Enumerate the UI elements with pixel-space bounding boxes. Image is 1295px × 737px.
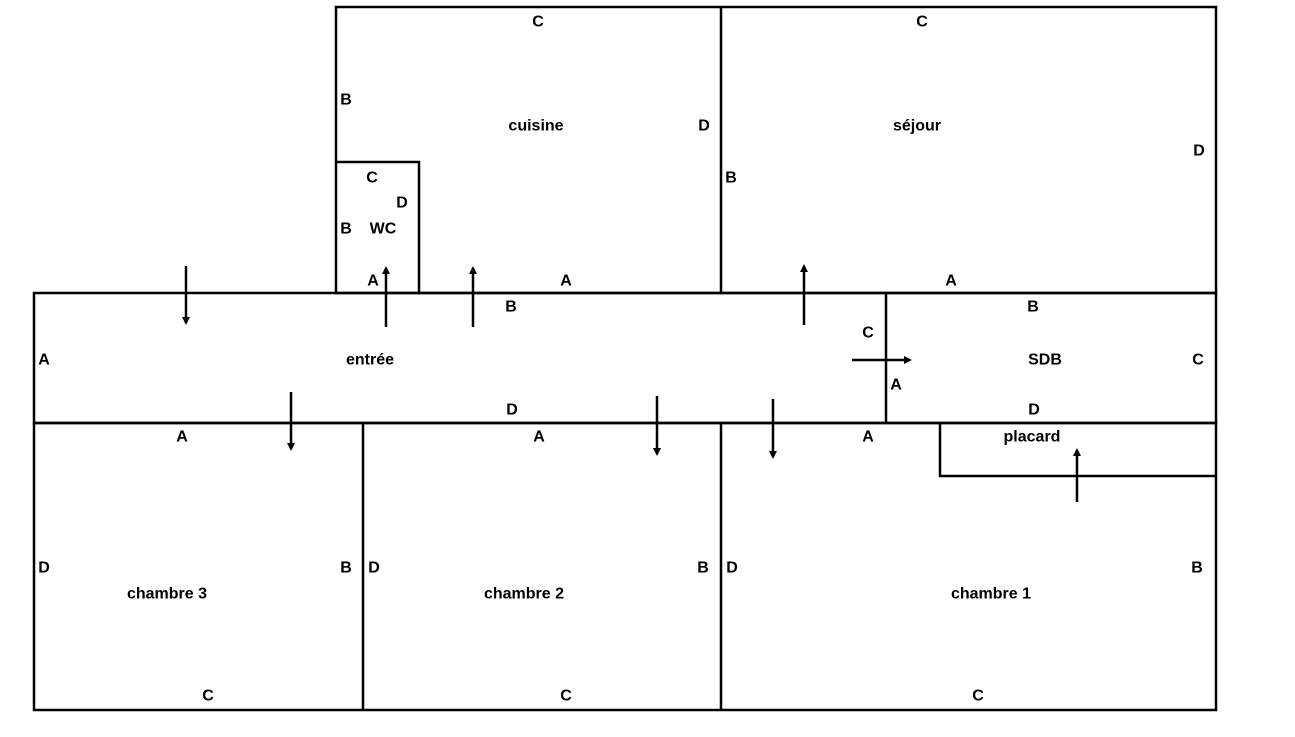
wall-label: D — [1193, 143, 1205, 160]
room-name: WC — [370, 221, 397, 238]
wall-label: B — [725, 170, 737, 187]
room-name: séjour — [893, 118, 941, 135]
wall-label: B — [340, 560, 352, 577]
wall-label: A — [560, 273, 572, 290]
wall-label: A — [890, 377, 902, 394]
wall-chambres — [32, 421, 1218, 712]
wall-label: B — [1027, 299, 1039, 316]
room-entree: entrée A B D C — [38, 299, 874, 419]
wall-label: B — [340, 221, 352, 238]
wall-label: D — [396, 195, 408, 212]
room-name: placard — [1004, 429, 1061, 446]
wall-wc — [336, 160, 421, 293]
room-name: chambre 2 — [484, 586, 564, 603]
wall-label: B — [340, 92, 352, 109]
room-name: SDB — [1028, 352, 1062, 369]
wall-label: B — [1191, 560, 1203, 577]
wall-label: C — [202, 688, 214, 705]
wall-placard — [938, 423, 1216, 478]
room-sejour: séjour C B D A — [725, 14, 1205, 290]
wall-label: D — [726, 560, 738, 577]
room-name: chambre 1 — [951, 586, 1031, 603]
room-cuisine: cuisine C B D A — [340, 14, 710, 290]
wall-label: A — [38, 352, 50, 369]
walls — [32, 5, 1218, 712]
wall-label: A — [945, 273, 957, 290]
room-name: entrée — [346, 352, 394, 369]
room-sdb: SDB B C A D — [890, 299, 1204, 419]
wall-label: B — [505, 299, 517, 316]
room-chambre-2: chambre 2 A D B C — [368, 429, 709, 705]
wall-label: A — [367, 273, 379, 290]
room-name: cuisine — [508, 118, 563, 135]
wall-label: D — [38, 560, 50, 577]
wall-label: C — [366, 170, 378, 187]
room-chambre-1: chambre 1 A D B C — [726, 429, 1203, 705]
wall-cuisine-sejour-block — [334, 5, 1218, 295]
wall-label: D — [506, 402, 518, 419]
wall-label: C — [862, 325, 874, 342]
wall-label: C — [916, 14, 928, 31]
wall-label: C — [532, 14, 544, 31]
room-placard: placard — [1004, 429, 1061, 446]
wall-label: D — [1028, 402, 1040, 419]
room-wc: WC C D B A — [340, 170, 408, 290]
wall-label: A — [533, 429, 545, 446]
wall-label: C — [560, 688, 572, 705]
door-arrows — [182, 264, 1081, 502]
room-chambre-3: chambre 3 A D B C — [38, 429, 352, 705]
wall-label: A — [862, 429, 874, 446]
wall-label: C — [1192, 352, 1204, 369]
wall-label: C — [972, 688, 984, 705]
room-name: chambre 3 — [127, 586, 207, 603]
wall-label: D — [698, 118, 710, 135]
wall-label: A — [176, 429, 188, 446]
wall-label: D — [368, 560, 380, 577]
wall-label: B — [697, 560, 709, 577]
